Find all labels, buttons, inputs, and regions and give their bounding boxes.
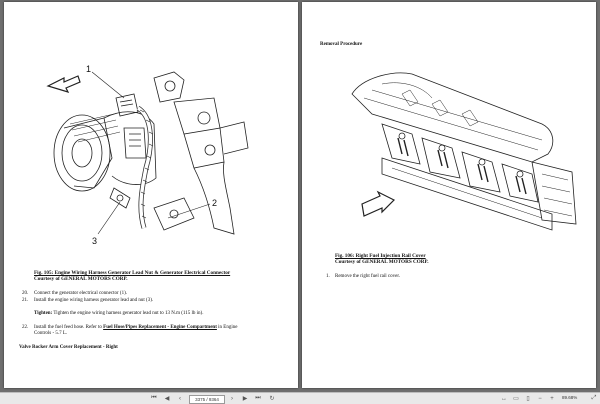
figure-106-title: Fig. 106: Right Fuel Injection Rail Cove… <box>335 253 426 259</box>
figure-105-caption: Fig. 105: Engine Wiring Harness Generato… <box>34 270 284 283</box>
step-1-number: 1. <box>326 274 330 279</box>
tighten-label: Tighten: <box>34 311 53 316</box>
step-22-text-a: Install the fuel feed hose. Refer to <box>34 325 102 330</box>
step-22-text-b: in Engine <box>218 325 238 330</box>
tighten-text: Tighten the engine wiring harness genera… <box>53 311 204 316</box>
zoom-level[interactable]: 89.68% <box>562 395 578 400</box>
step-21-number: 21. <box>22 298 29 303</box>
figure-106-credit: Courtesy of GENERAL MOTORS CORP. <box>335 259 429 266</box>
fuel-hose-link[interactable]: Fuel Hose/Pipes Replacement - Engine Com… <box>103 325 217 330</box>
callout-2-label: 2 <box>212 198 217 208</box>
callout-3-label: 3 <box>92 236 97 246</box>
zoom-out-icon[interactable]: − <box>538 395 542 402</box>
next-page-icon[interactable]: › <box>231 395 233 402</box>
figure-105-credit: Courtesy of GENERAL MOTORS CORP. <box>34 276 128 283</box>
rotate-icon[interactable]: ↻ <box>269 396 275 402</box>
document-viewer[interactable]: 1 2 3 Fig. 105: Engine Wiring Harness Ge… <box>0 0 600 392</box>
fit-width-icon[interactable]: ↔ <box>501 395 507 402</box>
step-21-text: Install the engine wiring harness genera… <box>34 298 154 303</box>
generator-illustration: 1 2 3 <box>46 64 249 246</box>
viewer-toolbar: ⏮ ◀ ‹ 3375 / 9364 › ▶ ⏭ ↻ ↔ ▭ ▯ − + 89.6… <box>0 392 600 404</box>
previous-page-arrow-icon[interactable]: ‹ <box>179 395 181 402</box>
step-22-text-c: Controls - 5.7 L. <box>34 331 68 337</box>
document-page-right: Removal Procedure <box>302 2 596 388</box>
step-22-text: Install the fuel feed hose. Refer to Fue… <box>34 325 284 337</box>
fuel-rail-cover-illustration <box>351 72 577 231</box>
two-page-icon[interactable]: ▯ <box>526 396 530 402</box>
tighten-note: Tighten: Tighten the engine wiring harne… <box>34 311 284 317</box>
previous-page-icon[interactable]: ◀ <box>164 396 170 402</box>
section-heading: Valve Rocker Arm Cover Replacement - Rig… <box>19 345 118 350</box>
figure-105-title: Fig. 105: Engine Wiring Harness Generato… <box>34 270 231 276</box>
next-page-arrow-icon[interactable]: ▶ <box>242 396 248 402</box>
fit-page-icon[interactable]: ▭ <box>513 396 519 402</box>
step-20-number: 20. <box>22 291 29 296</box>
last-page-icon[interactable]: ⏭ <box>255 395 261 401</box>
step-20-text: Connect the generator electrical connect… <box>34 291 128 296</box>
removal-procedure-heading: Removal Procedure <box>320 42 363 47</box>
page-number-field[interactable]: 3375 / 9364 <box>189 394 225 404</box>
zoom-in-icon[interactable]: + <box>550 395 554 402</box>
fullscreen-icon[interactable]: ⤢ <box>591 395 597 401</box>
step-1-text: Remove the right fuel rail cover. <box>335 274 400 279</box>
document-page-left: 1 2 3 Fig. 105: Engine Wiring Harness Ge… <box>4 2 298 388</box>
figure-106-caption: Fig. 106: Right Fuel Injection Rail Cove… <box>335 253 575 266</box>
step-22-number: 22. <box>22 325 29 330</box>
first-page-icon[interactable]: ⏮ <box>151 395 157 401</box>
callout-1-label: 1 <box>86 64 91 74</box>
